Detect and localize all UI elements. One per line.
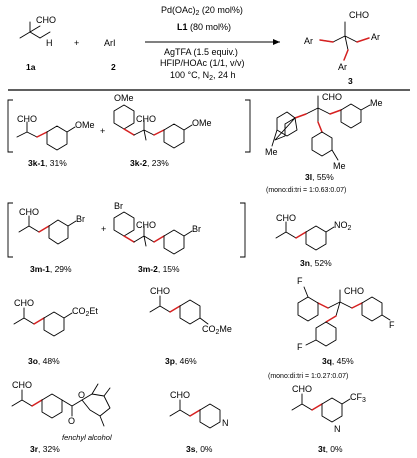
n-label: N [334,424,341,434]
ar-label-left: Ar [304,36,313,46]
plus-sign: + [74,38,79,48]
label-3r: 3r, 32% [30,444,60,454]
ar-label-right: Ar [371,32,380,42]
structure-3m-1: CHO Br 3m-1, 29% [18,207,85,274]
cho-label: CHO [36,15,56,25]
entry-3r: CHO O O fenchyl alcohol 3r, 32% [11,380,112,454]
ligand-text: L1 (80 mol%) [177,22,231,32]
label-3q: 3q, 45% [322,356,354,366]
cf3-label: CF3 [350,392,366,404]
entry-3t: CHO N CF3 3t, 0% [291,384,366,454]
label-3t: 3t, 0% [318,444,343,454]
cho-label: CHO [17,114,37,124]
cho-label: CHO [19,207,39,217]
cho-label: CHO [14,298,34,308]
label-3k-1: 3k-1, 31% [28,158,67,168]
f-label: F [297,276,303,286]
ome-label: OMe [192,118,212,128]
o-label: O [78,390,85,400]
entry-3o: CHO CO2Et 3o, 48% [13,298,98,366]
aryl-iodide: ArI [104,38,116,48]
cho-label: CHO [12,380,32,390]
br-label: Br [114,201,123,211]
co2me-label: CO2Me [202,324,232,336]
o-label: O [68,416,75,426]
entry-3k: CHO OMe 3k-1, 31% + OMe CHO OMe 3k-2, 23… [7,93,251,168]
structure-3m-2: Br CHO Br 3m-2, 15% [113,201,201,274]
cho-label: CHO [150,286,170,296]
cho-label: CHO [344,286,364,296]
cho-label: CHO [292,384,312,394]
plus-sign: + [101,224,106,234]
structure-3k-1: CHO OMe 3k-1, 31% [16,114,95,168]
compound-label-1a: 1a [26,62,36,72]
ome-label: OMe [75,120,95,130]
cho-label: CHO [170,390,190,400]
cho-label: CHO [276,213,296,223]
me-label: Me [333,161,346,171]
structure-3k-2: OMe CHO OMe 3k-2, 23% [113,93,212,168]
ome-label: OMe [114,93,134,103]
plus-sign: + [100,126,105,136]
reaction-header: CHO H 1a + ArI 2 Pd(OAc)2 (20 mol%) L1 (… [8,5,410,91]
compound-label-2: 2 [111,62,116,72]
entry-3p: CHO CO2Me 3p, 46% [149,286,232,366]
label-3m-1: 3m-1, 29% [30,264,72,274]
cho-label: CHO [349,10,369,20]
cho-label: CHO [136,114,156,124]
entry-3s: CHO N 3s, 0% [169,390,229,454]
entry-3m: CHO Br 3m-1, 29% + Br CHO Br 3m-2, 15% [7,201,246,274]
compound-label-3: 3 [348,76,353,86]
cho-label: CHO [136,220,156,230]
ar-label-bottom: Ar [338,62,347,72]
br-label: Br [76,214,85,224]
me-label: Me [265,147,278,157]
f-label: F [297,342,303,352]
n-label: N [222,418,229,428]
compound-2: ArI 2 [104,38,116,72]
co2et-label: CO2Et [72,306,98,318]
catalyst-text: Pd(OAc)2 (20 mol%) [161,5,243,17]
no2-label: NO2 [334,220,352,232]
ratio-3l: (mono:di:tri = 1:0.63:0.07) [266,187,346,194]
me-label: Me [370,98,383,108]
temperature-text: 100 °C, N2, 24 h [170,70,236,82]
label-3k-2: 3k-2, 23% [130,158,169,168]
label-3m-2: 3m-2, 15% [138,264,180,274]
entry-3n: CHO NO2 3n, 52% [275,213,352,268]
ratio-3q: (mono:di:tri = 1:0.27:0.07) [268,373,348,380]
f-label: F [389,320,395,330]
label-3p: 3p, 46% [165,356,197,366]
entry-3l: CHO Me Me Me 3l, 55% (mono:di:tri = 1:0.… [265,92,383,194]
label-3o: 3o, 48% [28,356,60,366]
fenchyl-alcohol-note: fenchyl alcohol [62,433,112,442]
label-3l: 3l, 55% [305,172,334,182]
solvent-text: HFIP/HOAc (1/1, v/v) [160,58,245,68]
cho-label: CHO [322,92,342,102]
additive-text: AgTFA (1.5 equiv.) [164,47,238,57]
entry-3q: CHO F F F 3q, 45% (mono:di:tri = 1:0.27:… [268,276,395,380]
compound-3: CHO Ar Ar Ar 3 [304,10,380,86]
label-3n: 3n, 52% [300,258,332,268]
h-label: H [46,38,53,48]
compound-1a: CHO H 1a [19,15,56,72]
br-label: Br [192,224,201,234]
label-3s: 3s, 0% [186,444,213,454]
